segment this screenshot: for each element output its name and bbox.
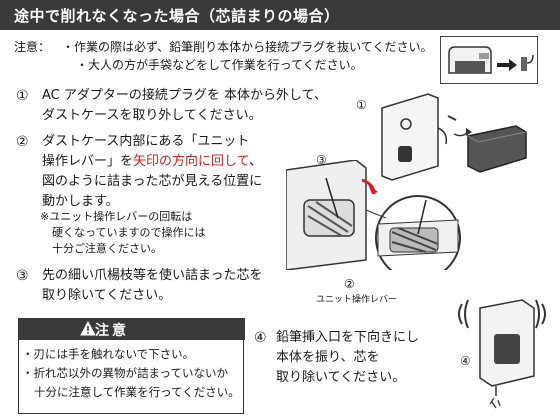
- caution-title: 注意: [95, 323, 129, 339]
- step-4-line-1: 鉛筆挿入口を下向きにし: [276, 330, 420, 345]
- figure-3-label: ③: [316, 153, 327, 167]
- figure-4-label: ④: [460, 354, 471, 368]
- step-2-note-3: 十分ご注意ください。: [52, 242, 162, 255]
- page-title: 途中で削れなくなった場合（芯詰まりの場合）: [14, 7, 340, 25]
- step-4-line-2: 本体を振り、芯を: [276, 350, 380, 365]
- notes-line-1: ・作業の際は必ず、鉛筆削り本体から接続プラグを抜いてください。: [62, 40, 433, 54]
- figure-2-caption: ユニット操作レバー: [316, 295, 398, 305]
- step-2-number: ②: [16, 134, 29, 150]
- caution-header: [18, 318, 245, 340]
- shake-sharpener-figure: [458, 299, 546, 409]
- step-2-line-2: 操作レバー」を矢印の方向に回して、: [42, 151, 262, 173]
- step-3-number: ③: [16, 268, 29, 284]
- header-bar: [0, 0, 560, 30]
- warning-triangle-icon: [80, 321, 96, 336]
- step-2-note-1: ※ユニット操作レバーの回転は: [40, 210, 193, 223]
- caution-line-1: ・刃には手を触れないで下さい。: [22, 347, 195, 361]
- step-2-line-4: 動かします。: [42, 194, 119, 209]
- notes-line-2: ・大人の方が手袋などをして作業を行ってください。: [76, 58, 363, 72]
- step-2-line-1: ダストケース内部にある「ユニット: [42, 134, 250, 149]
- jammed-lead-closeup-figure: [286, 160, 461, 270]
- step-4-number: ④: [254, 330, 267, 346]
- step-1-line-1: AC アダプターの接続プラグを 本体から外して、: [42, 88, 327, 103]
- step-4-line-3: 取り除いてください。: [276, 370, 406, 385]
- unplug-illustration-icon: [448, 46, 534, 74]
- step-1-line-2: ダストケースを取り外してください。: [42, 108, 262, 123]
- caution-line-2: ・折れ芯以外の異物が詰まっていないか: [22, 366, 228, 380]
- dust-case-removal-figure: [381, 93, 527, 181]
- step-2-line-3: 図のように詰まった芯が見える位置に: [42, 174, 263, 189]
- unplug-inset-figure: [440, 36, 538, 84]
- caution-line-3: 十分に注意して作業を行ってください。: [34, 385, 240, 399]
- step-1-number: ①: [16, 88, 29, 104]
- step-2-line-2-c: 、: [248, 154, 262, 169]
- notes-label: 注意：: [14, 40, 51, 54]
- step-2-red-instruction: 矢印の方向に回して: [133, 154, 249, 169]
- step-3-line-1: 先の細い爪楊枝等を使い詰まった芯を: [42, 268, 263, 283]
- step-2-note-2: 硬くなっていますので操作には: [52, 226, 206, 239]
- step-3-line-2: 取り除いてください。: [42, 288, 172, 303]
- figure-1-label: ①: [356, 98, 367, 112]
- step-2-line-2-a: 操作レバー」を: [42, 154, 134, 169]
- figure-2-label: ②: [344, 277, 355, 291]
